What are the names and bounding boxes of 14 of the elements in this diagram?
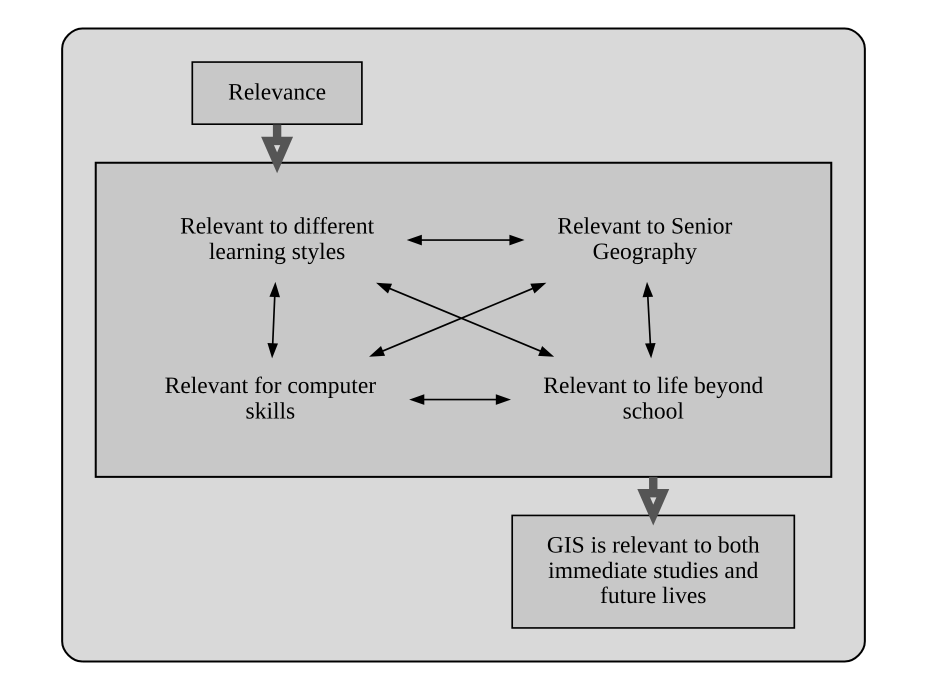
arrow <box>637 476 670 526</box>
node-box: Relevance <box>191 61 363 126</box>
cluster <box>61 27 866 663</box>
arrow <box>406 234 525 246</box>
node-text: Relevant to different learning styles <box>180 214 374 265</box>
cluster <box>94 162 832 478</box>
node-text: Relevant to Senior Geography <box>557 214 732 265</box>
arrow <box>267 282 280 358</box>
node-box: GIS is relevant to both immediate studies and future lives <box>511 514 796 629</box>
node-text: Relevant to life beyond school <box>543 373 764 424</box>
arrow <box>642 282 656 358</box>
node-text: Relevant for computer skills <box>164 373 376 424</box>
arrow <box>261 124 294 174</box>
arrow <box>409 394 511 405</box>
